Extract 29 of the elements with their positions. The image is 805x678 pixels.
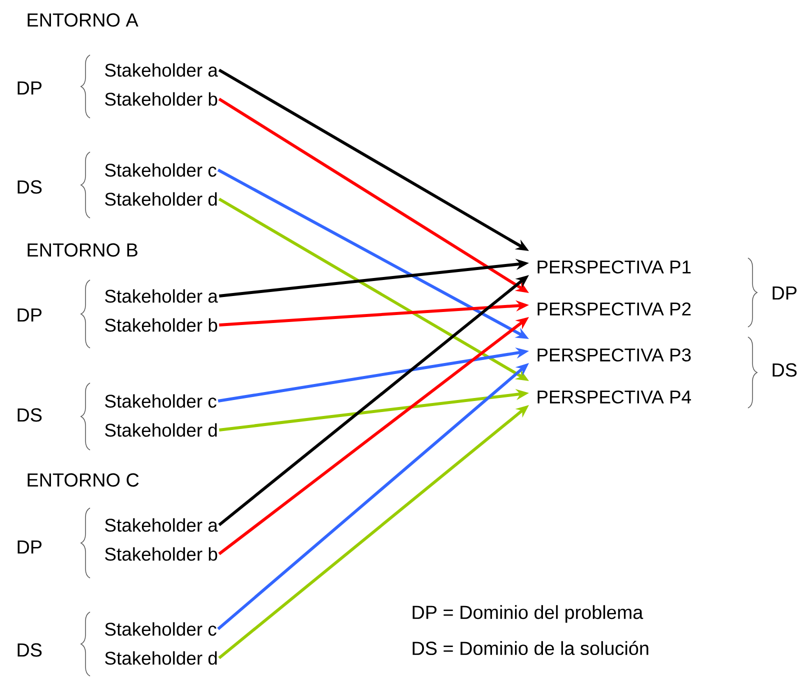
legend-text: DP = Dominio del problema [412,605,644,623]
stakeholder-label: Stakeholder c [105,622,216,636]
group-label: DS [18,180,42,194]
group-label: DP [18,540,42,554]
stakeholder-label: Stakeholder a [105,289,218,303]
group-label: DS [18,408,42,422]
stakeholder-label: Stakeholder a [105,518,218,532]
stakeholder-label: Stakeholder b [105,92,218,106]
group-label: DP [772,286,796,300]
stakeholder-label: Stakeholder a [105,63,218,77]
stakeholder-label: Stakeholder b [105,318,218,332]
group-label: DP [18,81,42,94]
group-label: DS [18,643,42,657]
environment-heading: ENTORNO A [28,13,138,27]
stakeholder-label: Stakeholder d [105,423,217,437]
environment-heading: ENTORNO C [28,473,139,487]
perspective-label: PERSPECTIVA P1 [538,260,691,274]
perspective-label: PERSPECTIVA P4 [538,390,691,404]
stakeholder-label: Stakeholder b [105,547,218,561]
stakeholder-label: Stakeholder d [105,651,217,665]
stakeholder-label: Stakeholder d [105,192,217,206]
stakeholder-label: Stakeholder c [105,394,216,408]
stakeholder-label: Stakeholder c [105,163,216,177]
perspective-label: PERSPECTIVA P2 [538,302,691,316]
group-label: DP [18,308,42,322]
legend-text: DS = Dominio de la solución [412,640,648,656]
group-label: DS [772,363,797,377]
perspective-label: PERSPECTIVA P3 [538,348,691,362]
environment-heading: ENTORNO B [28,243,138,257]
